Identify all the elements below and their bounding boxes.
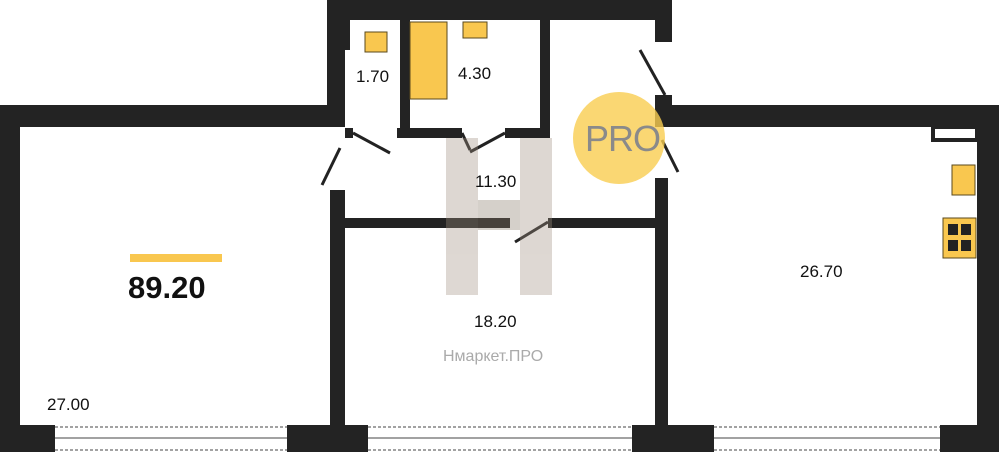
watermark-logo: [446, 138, 552, 295]
room-area-toilet: 1.70: [356, 67, 390, 86]
windows: [55, 426, 940, 451]
sink-icon: [462, 21, 488, 39]
bathtub-icon: [409, 21, 448, 100]
total-area: 89.20: [128, 270, 206, 305]
stove-icon: [942, 217, 977, 259]
total-area-bar: [130, 254, 222, 262]
watermark-text: Нмаркет.ПРО: [443, 348, 544, 365]
room-area-kitchen: 26.70: [800, 262, 843, 281]
pro-badge-text: PRO: [585, 118, 661, 159]
fixtures: [364, 21, 977, 259]
toilet-icon: [364, 31, 388, 53]
room-area-bathroom: 4.30: [458, 64, 492, 83]
doors: [320, 49, 680, 244]
room-area-middle: 18.20: [474, 312, 517, 331]
pro-badge: [573, 92, 665, 184]
kitchen-sink-icon: [951, 164, 976, 196]
room-area-hallway: 11.30: [475, 172, 517, 191]
room-area-left: 27.00: [47, 395, 90, 414]
